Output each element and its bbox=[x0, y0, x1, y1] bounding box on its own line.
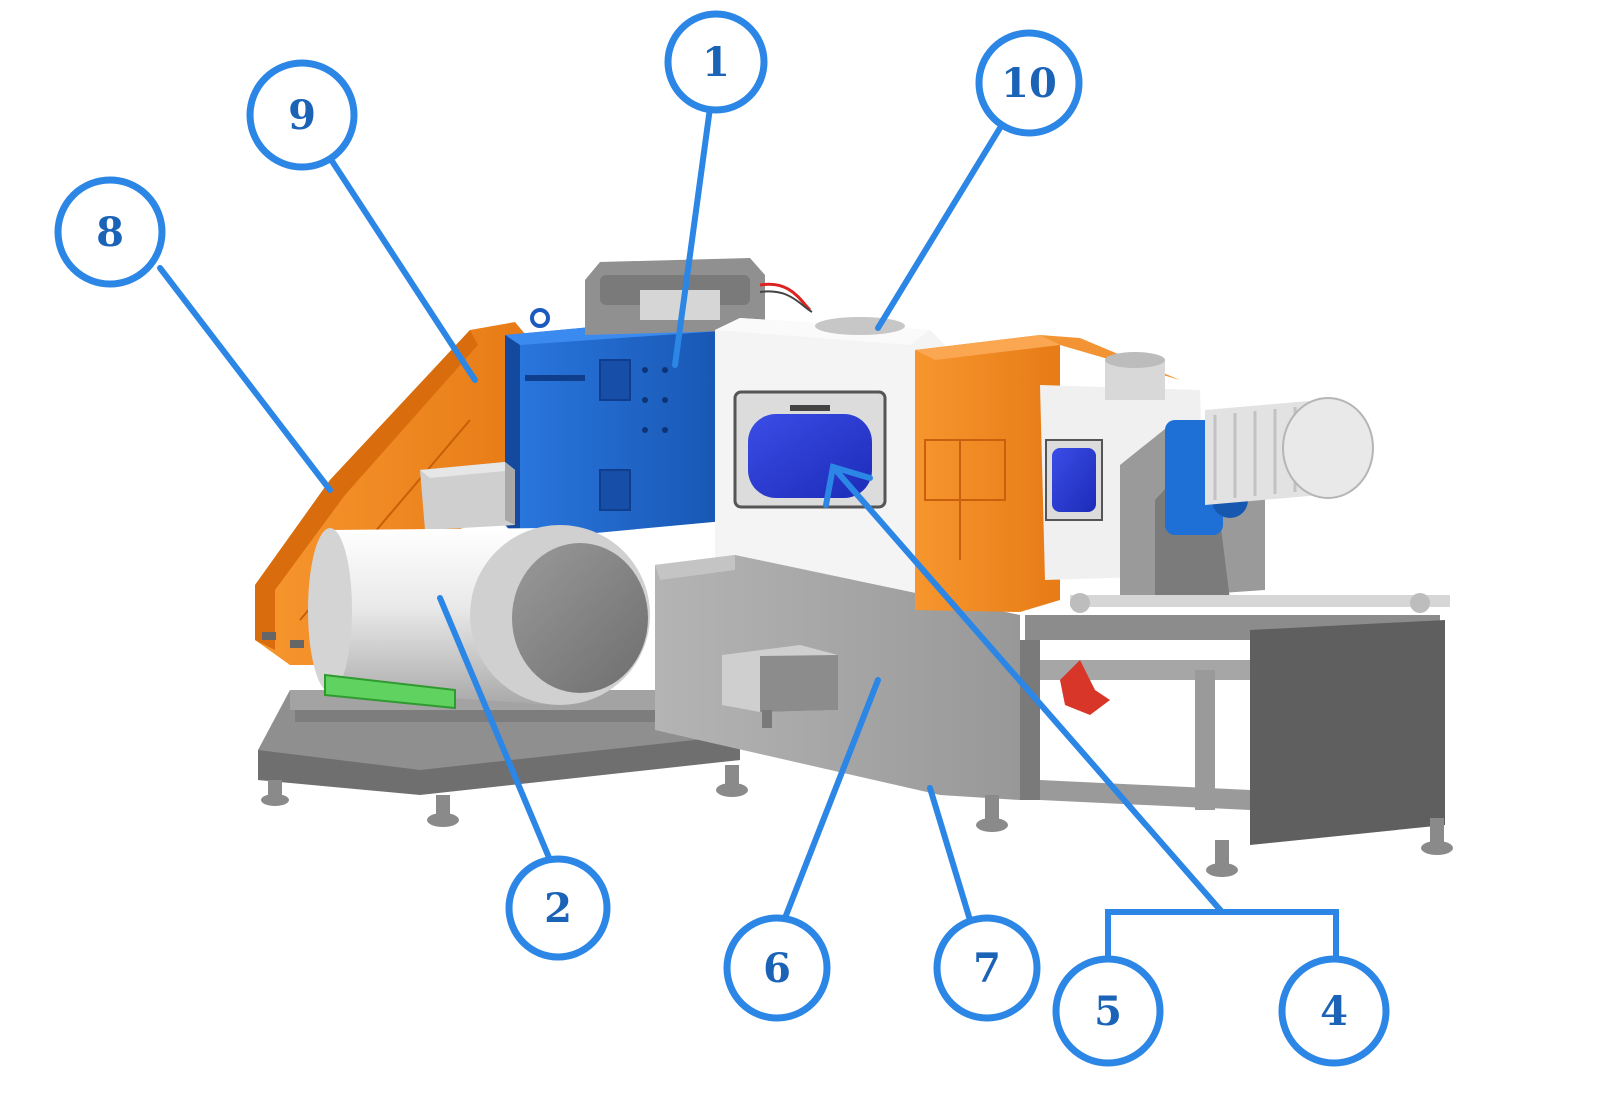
callout-2: 2 bbox=[505, 855, 611, 961]
svg-text:1: 1 bbox=[702, 39, 730, 86]
arrowhead bbox=[823, 463, 873, 508]
drive-motor bbox=[1120, 397, 1374, 600]
gearbox-housing bbox=[505, 308, 735, 540]
leader-9 bbox=[327, 155, 478, 383]
leader-7 bbox=[927, 785, 973, 923]
leader-10 bbox=[875, 125, 1003, 331]
callout-10: 10 bbox=[975, 29, 1083, 137]
svg-text:9: 9 bbox=[288, 92, 316, 139]
leader-lines bbox=[157, 105, 1339, 961]
callout-7: 7 bbox=[933, 914, 1041, 1022]
callout-1: 1 bbox=[664, 10, 768, 114]
callouts: 1 2 4 5 6 7 8 9 bbox=[54, 10, 1390, 1067]
electric-motor bbox=[308, 525, 650, 710]
lower-panel bbox=[655, 555, 1020, 832]
top-bracket bbox=[585, 258, 813, 335]
leader-4-5-arrow bbox=[830, 464, 1225, 915]
svg-text:6: 6 bbox=[763, 945, 791, 992]
svg-text:4: 4 bbox=[1320, 988, 1348, 1035]
machine-illustration bbox=[255, 258, 1453, 877]
callout-6: 6 bbox=[723, 914, 831, 1022]
leader-2 bbox=[437, 595, 553, 863]
callout-4: 4 bbox=[1278, 955, 1390, 1067]
svg-text:7: 7 bbox=[973, 945, 1001, 992]
screening-chamber bbox=[715, 317, 945, 610]
svg-text:8: 8 bbox=[96, 209, 124, 256]
leader-6 bbox=[782, 677, 881, 921]
leader-1 bbox=[672, 105, 713, 368]
callout-5: 5 bbox=[1052, 955, 1164, 1067]
bracket-4-5 bbox=[1105, 909, 1339, 961]
svg-text:5: 5 bbox=[1094, 988, 1122, 1035]
leader-8 bbox=[157, 265, 333, 493]
svg-text:2: 2 bbox=[544, 885, 572, 932]
callout-8: 8 bbox=[54, 176, 166, 288]
right-frame bbox=[1020, 593, 1453, 877]
callout-9: 9 bbox=[246, 59, 358, 171]
junction-box bbox=[420, 462, 515, 530]
svg-text:10: 10 bbox=[1001, 60, 1057, 107]
